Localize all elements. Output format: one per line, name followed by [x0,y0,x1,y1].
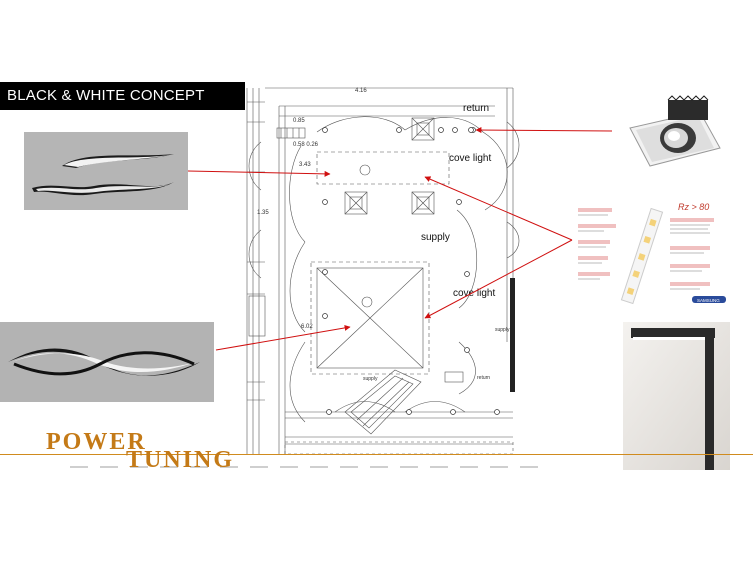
label-supply-mid: supply [421,232,450,243]
dimension-d2: 0.58 0.26 [293,142,319,148]
label-cove-light-top: cove light [449,153,491,164]
led-strip-datasheet: Rz > 80 SAMSUNG [574,196,732,306]
datasheet-brand: SAMSUNG [697,298,720,303]
twisted-luminaire-illustration [0,322,214,402]
arrow-twisted-to-plan [215,324,351,351]
arrow-curved-to-plan [187,170,331,177]
logo-rule [0,454,753,455]
luminaire-photo-curved [24,132,188,210]
logo-dashed-rule [70,466,550,468]
datasheet-illustration: Rz > 80 SAMSUNG [574,196,732,306]
dimension-d6: 4.16 [355,88,367,94]
label-cove-light-bottom: cove light [453,288,495,299]
arrow-led-to-cove-top [424,176,573,241]
curved-luminaire-illustration [24,132,188,210]
dimension-d4: 1.35 [257,210,269,216]
dimension-d5: 6.02 [301,324,313,330]
datasheet-heading: Rz > 80 [678,202,709,212]
standing-lamp-illustration [623,322,730,470]
slide-title: BLACK & WHITE CONCEPT [0,82,247,110]
arrow-led-to-cove-bottom [424,239,573,319]
logo-tuning: TUNING [126,447,235,473]
dimension-d3: 3.43 [299,162,311,168]
standing-lamp-photo [623,322,730,470]
arrow-downlight-to-plan [475,127,613,134]
label-return-bottom: return [477,375,490,381]
luminaire-photo-twisted [0,322,214,402]
logo-power: POWER [46,429,147,455]
downlight-photo [612,92,730,180]
lighting-floor-plan: return cove light supply cove light supp… [245,82,523,457]
square-downlight-illustration [612,92,730,180]
label-supply-right: supply [495,327,510,333]
dimension-d1: 0.85 [293,118,305,124]
label-supply-bottom: supply [363,376,378,382]
label-return-top: return [463,103,489,114]
